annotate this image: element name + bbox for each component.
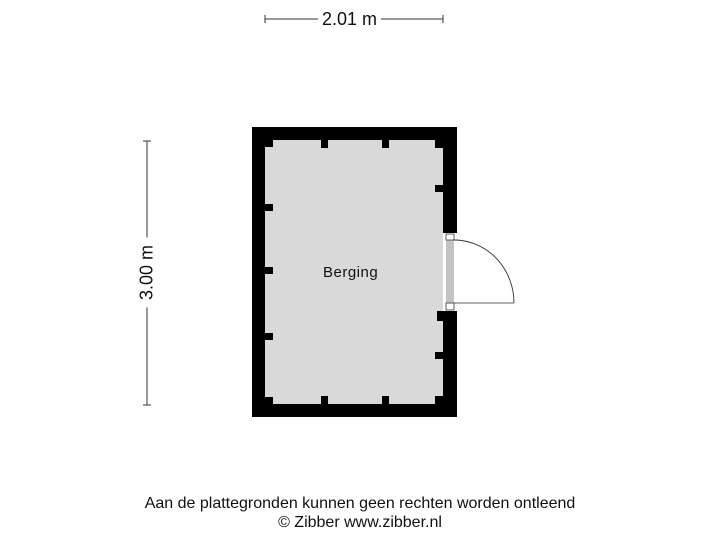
- copyright-text: © Zibber www.zibber.nl: [278, 514, 442, 531]
- room-floor-berging: [265, 140, 443, 404]
- height-dimension-label: 3.00 m: [136, 237, 158, 308]
- door: [443, 233, 515, 311]
- room-label-berging: Berging: [323, 264, 379, 281]
- width-dimension-label: 2.01 m: [318, 9, 382, 30]
- wall-posts: [265, 140, 443, 404]
- disclaimer-text: Aan de plattegronden kunnen geen rechten…: [144, 495, 576, 512]
- door-swing-arc: [453, 239, 515, 304]
